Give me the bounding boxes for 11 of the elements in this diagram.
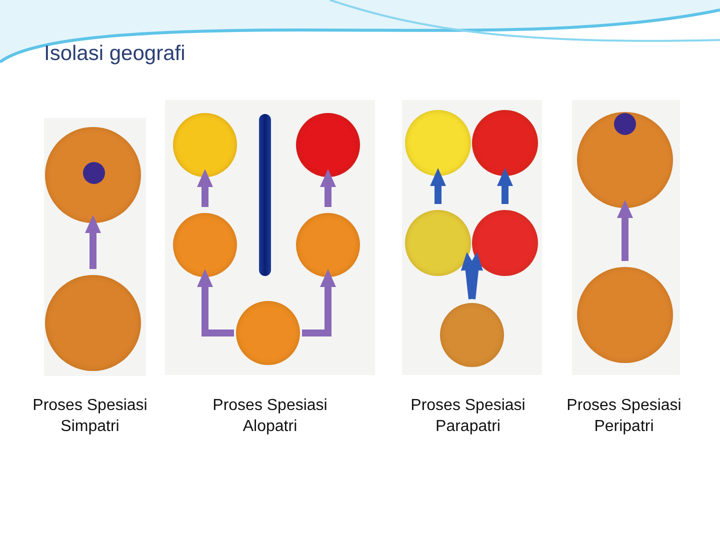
arrow bbox=[430, 168, 446, 204]
arrow bbox=[617, 200, 633, 261]
caption: Proses Spesiasi Parapatri bbox=[410, 396, 526, 437]
arrow bbox=[497, 168, 513, 204]
caption: Proses Spesiasi Alopatri bbox=[212, 396, 328, 437]
arrow bbox=[320, 169, 336, 207]
caption: Proses Spesiasi Simpatri bbox=[32, 396, 148, 437]
caption: Proses Spesiasi Peripatri bbox=[566, 396, 682, 437]
arrow bbox=[197, 169, 213, 207]
title: Isolasi geografi bbox=[44, 42, 186, 66]
arrow bbox=[85, 215, 101, 269]
